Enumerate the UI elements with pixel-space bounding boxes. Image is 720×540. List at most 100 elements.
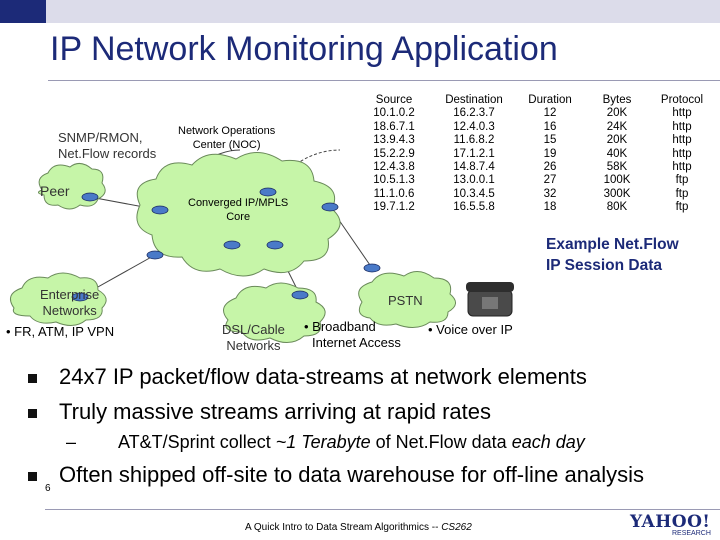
corner-square (0, 0, 46, 23)
enterprise-label-line2: Networks (42, 303, 97, 318)
snmp-label: SNMP/RMON, Net.Flow records (58, 130, 156, 162)
core-label-line2: Core (226, 211, 251, 223)
cell: 12.4.0.3 (453, 120, 495, 133)
noc-label-line1: Network Operations (178, 125, 276, 137)
sub-bullet-dash: – (66, 432, 77, 452)
cell: 11.1.0.6 (373, 187, 415, 200)
pstn-label: PSTN (388, 293, 423, 308)
footer-rule (45, 509, 720, 510)
cell: 80K (606, 201, 628, 214)
flow-caption-line1: Example Net.Flow (546, 236, 679, 253)
sub-text-part: of Net.Flow data (370, 432, 512, 452)
footer-prefix: A Quick Intro to Data Stream Algorithmic… (245, 522, 439, 533)
yahoo-logo: YAHOO! (630, 512, 711, 532)
column-duration: Duration 12 16 15 19 26 27 32 18 (520, 94, 580, 215)
column-source: Source 10.1.0.2 18.6.7.1 13.9.4.3 15.2.2… (362, 94, 426, 215)
cell: http (672, 134, 692, 147)
footer-course: CS262 (441, 522, 472, 533)
cell: 10.1.0.2 (373, 107, 415, 120)
enterprise-label: Enterprise Networks (40, 287, 99, 319)
snmp-label-line2: Net.Flow records (58, 146, 157, 161)
noc-label: Network Operations Center (NOC) (178, 124, 275, 152)
broadband-label: • Broadband Internet Access (304, 319, 401, 351)
pstn-cloud (358, 271, 456, 328)
cell: ftp (675, 174, 689, 187)
cell: 16 (543, 120, 557, 133)
cell: 17.1.2.1 (453, 147, 495, 160)
bullet-marker (28, 374, 37, 383)
column-bytes: Bytes 20K 24K 20K 40K 58K 100K 300K 80K (592, 94, 642, 215)
snmp-label-line1: SNMP/RMON, (58, 130, 143, 145)
cell: 100K (603, 174, 631, 187)
cell: 12 (543, 107, 557, 120)
router-icon (363, 263, 381, 273)
core-label-line1: Converged IP/MPLS (188, 197, 289, 209)
router-icon (291, 290, 309, 300)
slide-title: IP Network Monitoring Application (50, 30, 558, 68)
cell: 19.7.1.2 (373, 201, 415, 214)
cell: 20K (606, 134, 628, 147)
dsl-label-line2: Networks (226, 338, 281, 353)
sub-text-emphasis: ~1 Terabyte (275, 432, 371, 452)
cell: 18 (543, 201, 557, 214)
core-label: Converged IP/MPLS Core (188, 196, 288, 224)
noc-label-line2: Center (NOC) (192, 139, 261, 151)
cell: 58K (606, 161, 628, 174)
cell: 16.5.5.8 (453, 201, 495, 214)
telephone-icon (466, 282, 514, 317)
dsl-label-line1: DSL/Cable (222, 322, 285, 337)
cell: 10.3.4.5 (453, 187, 495, 200)
cell: http (672, 147, 692, 160)
bullet-marker (28, 472, 37, 481)
cell: 10.5.1.3 (373, 174, 415, 187)
bullet-text: 24x7 IP packet/flow data-streams at netw… (59, 364, 587, 389)
network-diagram (9, 149, 514, 343)
cell: http (672, 120, 692, 133)
router-icon (266, 240, 284, 250)
cell: 15 (543, 134, 557, 147)
cell: 32 (543, 187, 557, 200)
broadband-label-line1: • Broadband (304, 319, 376, 334)
router-icon (259, 187, 277, 197)
cell: 18.6.7.1 (373, 120, 415, 133)
router-icon (146, 250, 164, 260)
voip-label: • Voice over IP (428, 322, 513, 337)
dsl-label: DSL/Cable Networks (222, 322, 285, 354)
sub-text-part: AT&T/Sprint collect (118, 432, 276, 452)
cell: 27 (543, 174, 557, 187)
bullet-marker (28, 409, 37, 418)
cell: 13.0.0.1 (453, 174, 495, 187)
core-cloud (136, 152, 341, 277)
router-icon (81, 192, 99, 202)
yahoo-research-label: RESEARCH (672, 530, 711, 537)
cell: 20K (606, 107, 628, 120)
header-protocol: Protocol (660, 94, 704, 106)
cell: ftp (675, 187, 689, 200)
sub-bullet-text: AT&T/Sprint collect ~1 Terabyte of Net.F… (118, 432, 585, 453)
cell: 12.4.3.8 (373, 161, 415, 174)
cell: 11.6.8.2 (453, 134, 495, 147)
router-icon (151, 205, 169, 215)
enterprise-cloud (9, 272, 107, 326)
enterprise-label-line1: Enterprise (40, 287, 100, 302)
header-source: Source (375, 94, 413, 106)
cell: 14.8.7.4 (453, 161, 495, 174)
cell: http (672, 161, 692, 174)
cell: http (672, 107, 692, 120)
cell: 300K (603, 187, 631, 200)
cell: 13.9.4.3 (373, 134, 415, 147)
bullet-text: Truly massive streams arriving at rapid … (59, 399, 491, 424)
broadband-label-line2: Internet Access (312, 335, 401, 350)
cell: 24K (606, 120, 628, 133)
cell: 19 (543, 147, 557, 160)
fr-atm-label: • FR, ATM, IP VPN (6, 324, 115, 339)
flow-caption: Example Net.Flow IP Session Data (546, 234, 679, 276)
header-destination: Destination (445, 94, 503, 106)
top-bar (46, 0, 720, 23)
cell: 26 (543, 161, 557, 174)
router-icon (223, 240, 241, 250)
header-bytes: Bytes (602, 94, 632, 106)
router-icon (321, 202, 339, 212)
column-destination: Destination 16.2.3.7 12.4.0.3 11.6.8.2 1… (434, 94, 514, 215)
sub-text-emphasis: each day (511, 432, 585, 452)
